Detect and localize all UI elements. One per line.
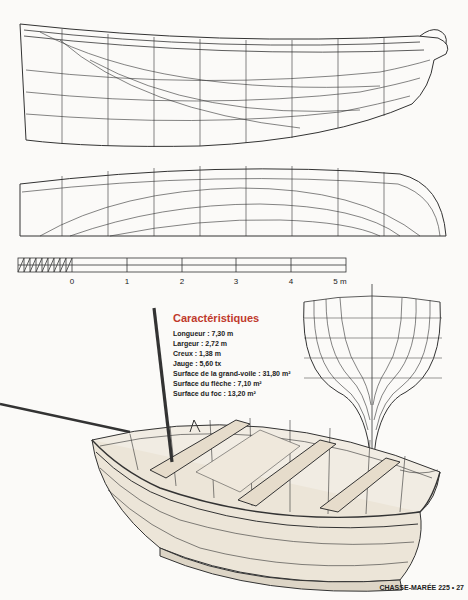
boat-illustration bbox=[0, 308, 440, 591]
scale-bar bbox=[18, 258, 346, 272]
scale-number: 3 bbox=[234, 278, 238, 287]
half-breadth-view bbox=[20, 166, 446, 236]
scale-number: 5 m bbox=[333, 278, 346, 287]
spec-line: Jauge : 5,60 tx bbox=[173, 360, 221, 368]
scale-number: 2 bbox=[180, 278, 184, 287]
spec-line: Longueur : 7,30 m bbox=[173, 330, 233, 338]
spec-line: Largeur : 2,72 m bbox=[173, 340, 227, 348]
page-footer: CHASSE-MARÉE 225 • 27 bbox=[379, 584, 464, 592]
scale-number: 1 bbox=[125, 278, 129, 287]
spec-line: Surface de la grand-voile : 31,80 m² bbox=[173, 370, 291, 378]
spec-line: Surface du foc : 13,20 m² bbox=[173, 390, 256, 398]
spec-heading: Caractéristiques bbox=[173, 312, 259, 324]
spec-line: Surface du flèche : 7,10 m² bbox=[173, 380, 262, 388]
scale-number: 4 bbox=[289, 278, 293, 287]
scale-number: 0 bbox=[70, 278, 74, 287]
spec-line: Creux : 1,38 m bbox=[173, 350, 221, 358]
profile-view bbox=[20, 24, 448, 147]
